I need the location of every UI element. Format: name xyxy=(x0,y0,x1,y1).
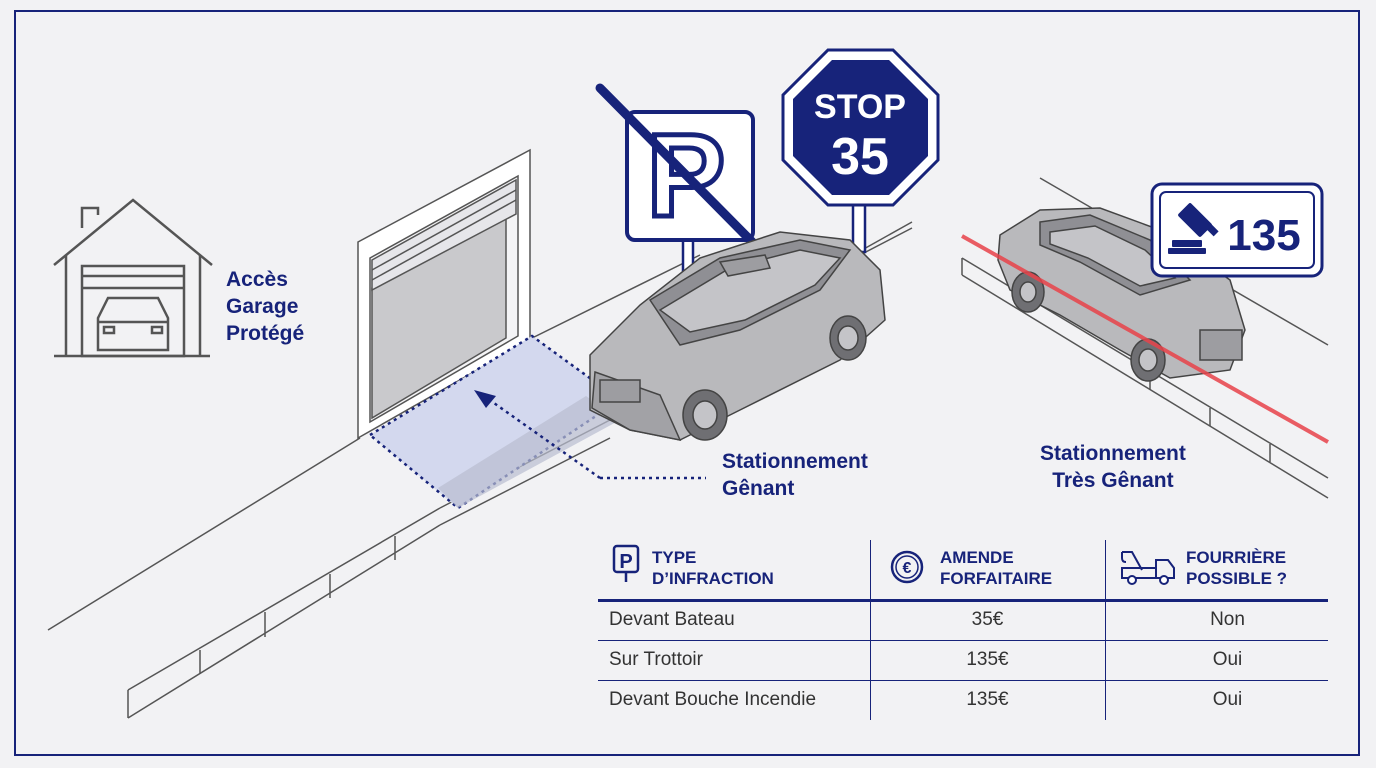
gavel-icon xyxy=(1168,203,1219,254)
cell-type-row3: Devant Bouche Incendie xyxy=(609,689,817,710)
label-genant: Stationnement Gênant xyxy=(722,448,868,502)
cell-fourriere-row1: Non xyxy=(1210,609,1245,630)
fine-amount: 135 xyxy=(1227,211,1300,260)
header-fourriere-line2: POSSIBLE ? xyxy=(1186,569,1288,588)
cell-fourriere-row3: Oui xyxy=(1212,689,1243,710)
fine-sign: 135 xyxy=(1150,182,1324,278)
header-fourriere-line1: FOURRIÈRE xyxy=(1186,548,1287,567)
header-amende-line2: FORFAITAIRE xyxy=(940,569,1053,588)
header-amende: € AMENDE FORFAITAIRE xyxy=(888,540,1108,600)
header-fourriere: FOURRIÈRE POSSIBLE ? xyxy=(1116,540,1328,600)
svg-text:€: € xyxy=(903,560,912,577)
red-line xyxy=(961,234,1329,444)
svg-text:P: P xyxy=(619,551,632,573)
label-garage-line2: Garage xyxy=(226,295,299,318)
header-type-line2: D’INFRACTION xyxy=(652,569,774,588)
row-divider xyxy=(598,640,1328,641)
tow-truck-icon xyxy=(1121,551,1175,585)
cell-amende-row3: 135€ xyxy=(966,689,1009,710)
header-type: P TYPE D’INFRACTION xyxy=(608,540,868,600)
garage-door xyxy=(357,148,531,440)
cell-fourriere-row2: Oui xyxy=(1212,649,1243,670)
euro-icon: € xyxy=(890,550,924,584)
label-garage-line3: Protégé xyxy=(226,322,305,345)
stop-word: STOP xyxy=(814,88,906,126)
protected-zone xyxy=(367,334,706,510)
label-garage: Accès Garage Protégé xyxy=(226,266,304,347)
cell-amende-row2: 135€ xyxy=(966,649,1009,670)
parking-icon: P xyxy=(612,544,640,582)
garage-house-icon xyxy=(53,198,213,358)
no-parking-sign: P xyxy=(595,83,777,282)
column-divider xyxy=(870,540,871,720)
cell-type-row2: Sur Trottoir xyxy=(609,649,703,670)
row-divider xyxy=(598,680,1328,681)
stop-sign: STOP 35 xyxy=(781,48,940,254)
cell-amende-row1: 35€ xyxy=(971,609,1004,630)
label-tres-genant-line2: Très Gênant xyxy=(1052,469,1174,492)
label-garage-line1: Accès xyxy=(226,268,288,291)
column-divider xyxy=(1105,540,1106,720)
header-divider xyxy=(598,599,1328,602)
outer-frame xyxy=(14,10,1360,756)
label-genant-line2: Gênant xyxy=(722,477,795,500)
label-tres-genant: Stationnement Très Gênant xyxy=(1040,440,1186,494)
label-genant-line1: Stationnement xyxy=(722,450,868,473)
header-amende-line1: AMENDE xyxy=(940,548,1014,567)
header-type-line1: TYPE xyxy=(652,548,697,567)
infraction-table: P TYPE D’INFRACTION € AMENDE FORFAITAIRE xyxy=(598,540,1328,720)
car-illustration-main xyxy=(589,231,886,442)
stop-amount: 35 xyxy=(831,128,889,186)
cell-type-row1: Devant Bateau xyxy=(609,609,735,630)
label-tres-genant-line1: Stationnement xyxy=(1040,442,1186,465)
